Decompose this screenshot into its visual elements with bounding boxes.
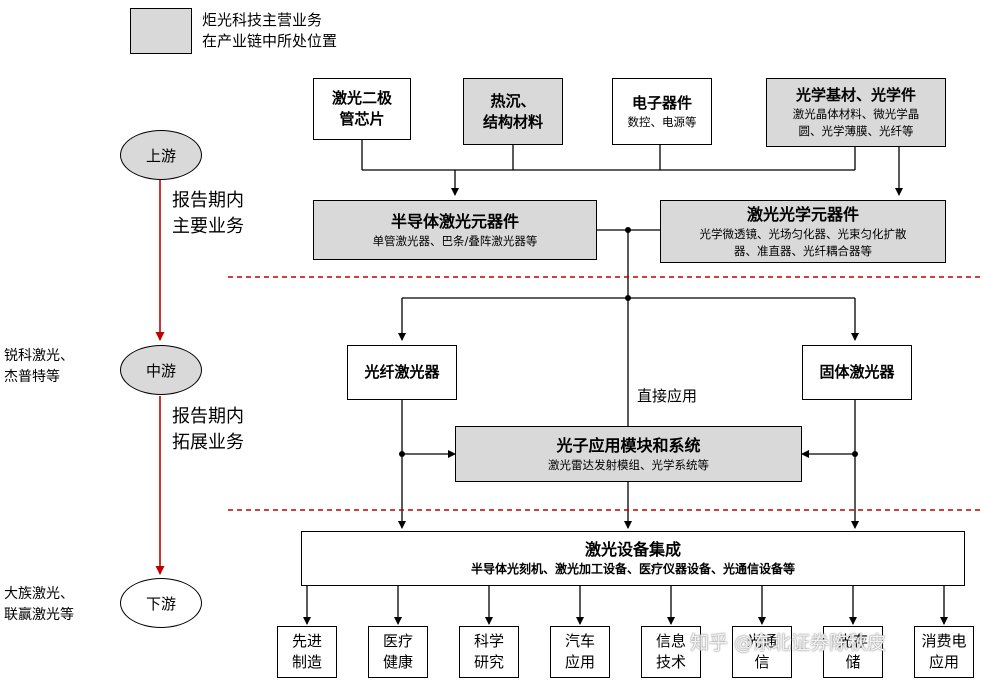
box-fiber-label: 光纤激光器 [364,363,440,381]
competitor-downstream-2: 联赢激光等 [4,607,74,623]
box-photon-application-modules: 光子应用模块和系统 激光雷达发射模组、光学系统等 [455,426,802,482]
app-box-8-line1: 消费电 [921,632,967,650]
app-box-4-line1: 汽车 [564,632,595,650]
box-solid-state-laser: 固体激光器 [802,345,912,400]
box-heat-sink-line1: 热沉、 [490,91,536,110]
app-box-8-line2: 应用 [928,653,959,671]
annotation-expand-business-1: 报告期内 [172,406,244,427]
app-box-6-line1: 光通 [746,632,777,650]
app-box-3-line2: 研究 [473,653,504,671]
app-box-4-line2: 应用 [564,653,595,671]
annotation-main-business-1: 报告期内 [172,190,244,211]
app-box-1-line1: 先进 [291,632,322,650]
competitor-midstream-1: 锐科激光、 [4,348,74,364]
competitor-downstream-1: 大族激光、 [4,586,74,602]
app-box-2-line1: 医疗 [382,632,413,650]
app-box-2-line2: 健康 [382,653,413,671]
legend-swatch [130,8,192,54]
box-photon-sub: 激光雷达发射模组、光学系统等 [548,457,709,472]
box-heat-sink-line2: 结构材料 [482,112,543,131]
app-box-8: 消费电 应用 [914,626,974,678]
app-box-3: 科学 研究 [459,626,519,678]
box-solid-label: 固体激光器 [819,363,895,381]
app-box-5-line1: 信息 [655,632,686,650]
app-box-5-line2: 技术 [655,653,686,671]
box-fiber-laser: 光纤激光器 [347,345,457,400]
app-box-2: 医疗 健康 [368,626,428,678]
box-semi-sub: 单管激光器、巴条/叠阵激光器等 [372,233,538,248]
box-semiconductor-laser-components: 半导体激光元器件 单管激光器、巴条/叠阵激光器等 [313,200,597,260]
app-box-3-line1: 科学 [473,632,504,650]
box-electronic-title: 电子器件 [631,93,692,112]
watermark: 知乎 @东北证券陈秋皮 [690,632,887,654]
app-box-6-line2: 信 [754,653,770,671]
app-box-7-line2: 储 [845,653,861,671]
legend-text-1: 炬光科技主营业务 [202,11,323,29]
app-box-7: 光存 储 [823,626,883,678]
app-box-5: 信息 技术 [641,626,701,678]
app-box-7-line1: 光存 [837,632,868,650]
app-box-6: 光通 信 [732,626,792,678]
stage-midstream: 中游 [120,345,202,395]
annotation-main-business-2: 主要业务 [172,216,244,237]
label-direct-application: 直接应用 [637,387,698,405]
box-laser-equipment-integration: 激光设备集成 半导体光刻机、激光加工设备、医疗仪器设备、光通信设备等 [301,531,965,586]
stage-downstream: 下游 [120,578,202,628]
box-optical-materials: 光学基材、光学件 激光晶体材料、微光学晶 圆、光学薄膜、光纤等 [766,78,946,147]
box-laser-optical-components: 激光光学元器件 光学微透镜、光场匀化器、光束匀化扩散 器、准直器、光纤耦合器等 [660,200,946,263]
box-optic-sub2: 器、准直器、光纤耦合器等 [734,243,872,258]
box-optic-sub1: 光学微透镜、光场匀化器、光束匀化扩散 [699,226,907,241]
app-box-1-line2: 制造 [291,653,322,671]
box-photon-title: 光子应用模块和系统 [556,435,701,455]
box-optical-sub1: 激光晶体材料、微光学晶 [792,107,920,121]
box-integration-title: 激光设备集成 [584,540,681,559]
box-optical-sub2: 圆、光学薄膜、光纤等 [798,124,914,138]
box-heat-sink: 热沉、 结构材料 [463,78,563,145]
box-laser-diode-chip-line1: 激光二极 [331,89,392,107]
legend-text-2: 在产业链中所处位置 [202,32,338,50]
stage-upstream: 上游 [120,130,202,180]
app-box-1: 先进 制造 [277,626,337,678]
box-laser-diode-chip-line2: 管芯片 [339,110,385,128]
box-semi-title: 半导体激光元器件 [390,211,519,231]
box-laser-diode-chip: 激光二极 管芯片 [313,78,411,140]
app-box-4: 汽车 应用 [550,626,610,678]
box-electronic-devices: 电子器件 数控、电源等 [612,78,712,145]
annotation-expand-business-2: 拓展业务 [172,432,244,453]
competitor-midstream-2: 杰普特等 [4,369,60,385]
box-optical-title: 光学基材、光学件 [795,86,916,104]
box-integration-sub: 半导体光刻机、激光加工设备、医疗仪器设备、光通信设备等 [470,562,795,576]
box-electronic-sub: 数控、电源等 [627,114,697,129]
box-optic-title: 激光光学元器件 [746,204,859,224]
